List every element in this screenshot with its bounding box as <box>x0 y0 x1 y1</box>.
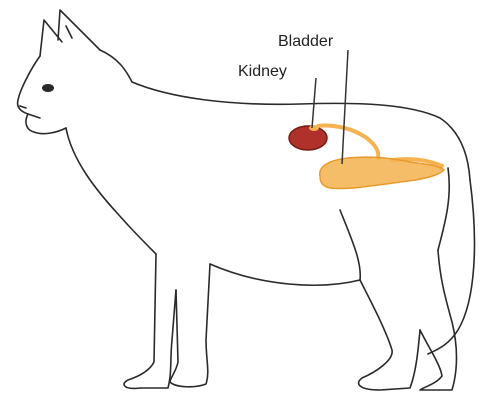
cat-tail <box>428 168 474 354</box>
cat-hind-leg-near <box>359 280 420 390</box>
kidney-shape <box>289 126 327 150</box>
cat-near-ear <box>58 10 100 50</box>
cat-front-leg-far <box>124 254 176 388</box>
kidney-label: Kidney <box>238 63 287 80</box>
cat-front-leg-near <box>170 264 210 387</box>
cat-thigh-line <box>340 210 360 280</box>
cat-chest-outline <box>66 128 156 254</box>
kidney-icon <box>289 125 327 150</box>
kidney-highlight <box>309 125 319 131</box>
cat-eye <box>42 84 54 92</box>
ureter <box>318 125 378 158</box>
cat-belly-outline <box>210 264 360 285</box>
cat-inner-ear <box>66 26 72 38</box>
cat-hind-leg-far <box>420 250 457 390</box>
bladder-leader-line <box>342 50 348 164</box>
bladder-label: Bladder <box>278 33 334 50</box>
bladder-icon <box>318 125 444 188</box>
